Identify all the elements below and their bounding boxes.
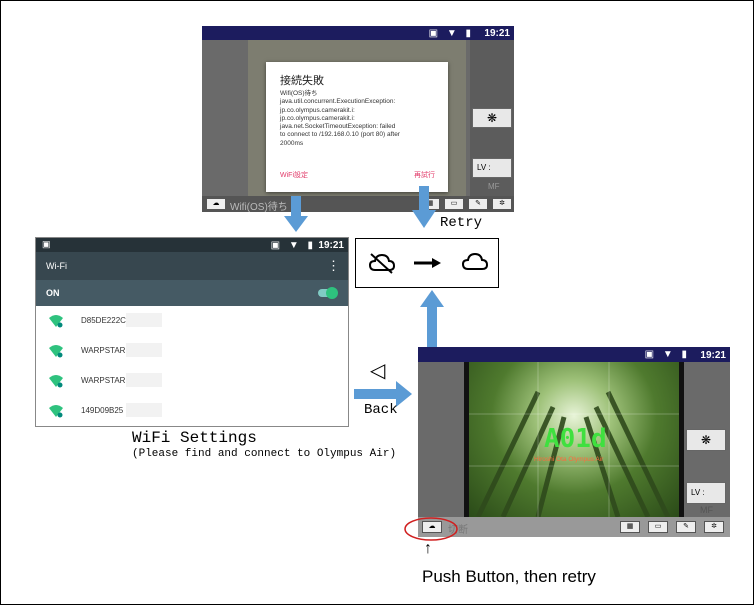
- cloud-button[interactable]: ☁: [206, 198, 226, 210]
- status-bar: ▣ ▼ ▮ 19:21: [202, 26, 514, 40]
- top-screen: ▣ ▼ ▮ 19:21 ❋ LV : MF ☁ Wifi(OS)待ち ▦ ▭ ✎…: [202, 26, 514, 213]
- overlay-subtext: Hiroshi Ota Olympus Air: [534, 456, 604, 463]
- highlight-ellipse: [404, 517, 458, 541]
- card-button[interactable]: ▭: [648, 521, 668, 533]
- shutter-button[interactable]: ❋: [686, 429, 726, 451]
- toggle-knob: [326, 287, 338, 299]
- gear-button[interactable]: ✲: [704, 521, 724, 533]
- wifi-status-bar: ▣ ▣ ▼ ▮ 19:21: [36, 238, 348, 252]
- status-time: 19:21: [318, 240, 344, 251]
- wifi-network-row[interactable]: D85DE222C: [36, 306, 348, 337]
- dialog-message: Wifi(OS)待ち java.util.concurrent.Executio…: [280, 90, 400, 147]
- arrow-down-wifi: [284, 196, 308, 232]
- bamboo-stalks: [468, 362, 680, 517]
- wrench-button[interactable]: ✎: [468, 198, 488, 210]
- wifi-signal-icon: [49, 405, 63, 418]
- push-caption: Push Button, then retry: [422, 567, 596, 586]
- wifi-ssid: D85DE222C: [81, 316, 126, 325]
- wifi-signal-icon: [49, 345, 63, 358]
- up-arrow-glyph: ↑: [424, 540, 432, 557]
- grid-button[interactable]: ▦: [620, 521, 640, 533]
- lv-label: LV :: [691, 488, 705, 497]
- wifi-network-row[interactable]: 149D09B25: [36, 396, 348, 426]
- cloud-icon: [462, 252, 488, 270]
- right-black-band: [679, 362, 684, 517]
- lv-button[interactable]: LV :: [472, 158, 512, 178]
- arrow-down-retry: [412, 186, 436, 228]
- wifi-app-bar: Wi-Fi ⋮: [36, 252, 348, 280]
- redacted-block: [126, 343, 162, 357]
- wifi-ssid: WARPSTAR: [81, 376, 126, 385]
- wifi-toggle-switch[interactable]: [318, 287, 338, 299]
- redacted-block: [126, 313, 162, 327]
- redacted-block: [126, 373, 162, 387]
- shutter-button[interactable]: ❋: [472, 108, 512, 128]
- retry-label: Retry: [440, 215, 483, 231]
- liveview-screen: ▣ ▼ ▮ 19:21 A01d Hiroshi Ota Olympus Air…: [418, 347, 730, 537]
- cloud-offline-icon: [368, 253, 396, 274]
- gear-button[interactable]: ✲: [492, 198, 512, 210]
- mf-label: MF: [488, 182, 500, 191]
- wifi-network-row[interactable]: WARPSTAR: [36, 336, 348, 367]
- card-button[interactable]: ▭: [444, 198, 464, 210]
- overflow-menu-icon[interactable]: ⋮: [327, 258, 340, 273]
- left-black-band: [464, 362, 469, 517]
- status-text: Wifi(OS)待ち: [230, 202, 288, 213]
- arrow-right-icon: [414, 258, 441, 268]
- lv-label: LV :: [477, 163, 491, 172]
- status-text: 切断: [448, 525, 468, 536]
- error-dialog: 接続失敗 Wifi(OS)待ち java.util.concurrent.Exe…: [266, 62, 448, 192]
- dialog-title: 接続失敗: [280, 75, 324, 87]
- wifi-network-row[interactable]: WARPSTAR: [36, 366, 348, 397]
- wifi-ssid: WARPSTAR: [81, 346, 126, 355]
- wifi-caption-sub: (Please find and connect to Olympus Air): [132, 448, 397, 460]
- retry-icon-box: [355, 238, 499, 288]
- wifi-ssid: 149D09B25: [81, 406, 124, 415]
- image-icon: ▣: [42, 239, 51, 249]
- wifi-title: Wi-Fi: [46, 261, 67, 271]
- retry-dialog-button[interactable]: 再試行: [414, 172, 435, 179]
- wifi-caption-title: WiFi Settings: [132, 429, 257, 447]
- overlay-text: A01d: [544, 424, 607, 454]
- status-time: 19:21: [484, 28, 510, 39]
- wrench-button[interactable]: ✎: [676, 521, 696, 533]
- wifi-screen: ▣ ▣ ▼ ▮ 19:21 Wi-Fi ⋮ ON D85DE222C WARPST…: [35, 237, 349, 427]
- redacted-block: [126, 403, 162, 417]
- status-time: 19:21: [700, 350, 726, 361]
- wifi-on-label: ON: [46, 288, 60, 298]
- back-triangle: ◁: [370, 360, 386, 382]
- mf-label: MF: [700, 505, 713, 515]
- wifi-settings-button[interactable]: WiFi設定: [280, 172, 308, 179]
- cloud-button[interactable]: ☁: [422, 521, 442, 533]
- back-label: Back: [364, 402, 398, 418]
- status-bar: ▣ ▼ ▮ 19:21: [418, 347, 730, 362]
- status-icons: ▣ ▼ ▮: [270, 240, 316, 251]
- live-image: A01d Hiroshi Ota Olympus Air: [468, 362, 680, 517]
- arrow-right-back: [354, 381, 412, 407]
- wifi-signal-icon: [49, 315, 63, 328]
- wifi-signal-icon: [49, 375, 63, 388]
- status-icons: ▣ ▼ ▮: [644, 349, 690, 360]
- wifi-toggle-row[interactable]: ON: [36, 280, 348, 306]
- lv-button[interactable]: LV :: [686, 482, 726, 504]
- status-icons: ▣ ▼ ▮: [428, 28, 474, 39]
